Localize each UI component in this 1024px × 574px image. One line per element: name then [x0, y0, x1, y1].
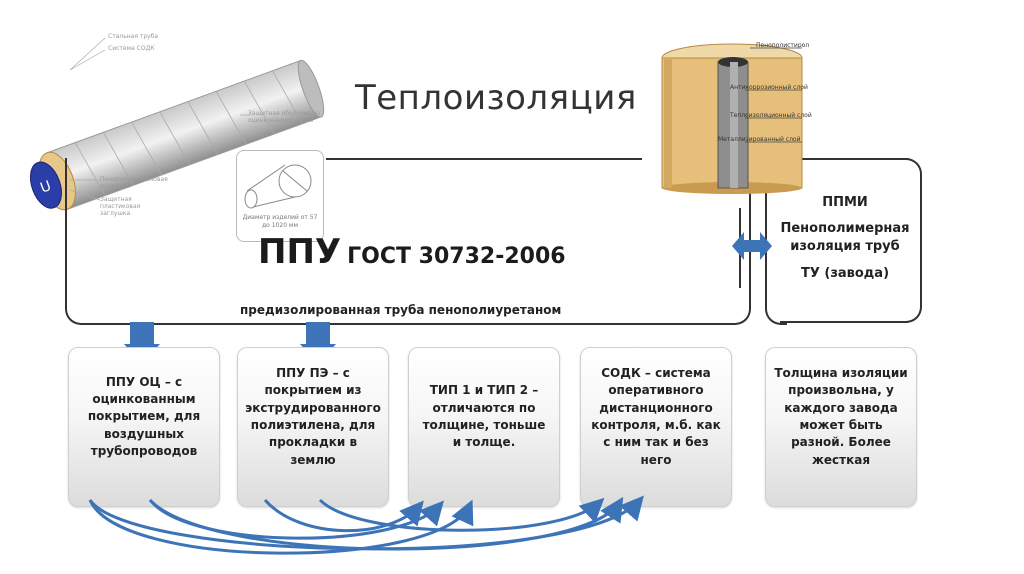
ppmi-spec: ТУ (завода) — [800, 265, 890, 281]
double-arrow-icon — [732, 232, 772, 260]
ppu-subtitle: предизолированная труба пенополиуретаном — [240, 303, 562, 317]
curved-connectors — [88, 495, 644, 555]
pipe-sketch-icon — [244, 164, 312, 209]
insulation-section-illustration — [661, 43, 803, 194]
box-ppu-oc: ППУ ОЦ – с оцинкованным покрытием, для в… — [68, 347, 220, 507]
ppmi-frame-top — [806, 158, 908, 160]
pipe-label-5: Защитная пластиковая заглушка — [100, 196, 141, 217]
ppmi-block: ППМИ Пенополимерная изоляция труб ТУ (за… — [770, 194, 920, 291]
box-ppu-oc-text: ППУ ОЦ – с оцинкованным покрытием, для в… — [87, 374, 201, 459]
gost-label: ГОСТ 30732-2006 — [347, 244, 566, 269]
box-thickness-text: Толщина изоляции произвольна, у каждого … — [774, 365, 908, 467]
box-type: ТИП 1 и ТИП 2 – отличаются по толщине, т… — [408, 347, 560, 507]
pipe-label-2: Система СОДК — [108, 45, 155, 52]
box-ppu-pe: ППУ ПЭ – с покрытием из экструдированног… — [237, 347, 389, 507]
ppmi-frame-bottom — [780, 321, 908, 323]
box-thickness: Толщина изоляции произвольна, у каждого … — [765, 347, 917, 507]
section-label-1: Пенополистирол — [756, 42, 810, 49]
page-title: Теплоизоляция — [355, 78, 637, 118]
pipe-diameter-icon — [236, 150, 324, 242]
box-ppu-pe-text: ППУ ПЭ – с покрытием из экструдированног… — [245, 365, 381, 467]
ppmi-description: Пенополимерная изоляция труб — [780, 221, 910, 255]
ppu-label: ППУ — [258, 232, 342, 272]
pipe-label-1: Стальная труба — [108, 33, 159, 40]
box-type-text: ТИП 1 и ТИП 2 – отличаются по толщине, т… — [422, 383, 546, 450]
pipe-label-3: Защитная оболочка из оцинкованной стали — [248, 110, 321, 124]
bracket-top-line — [326, 158, 642, 160]
ppmi-name: ППМИ — [822, 195, 868, 210]
section-label-2: Антикоррозионный слой — [730, 84, 808, 91]
pipe-diameter-caption: Диаметр изделий от 57 до 1020 мм — [242, 214, 318, 229]
section-label-4: Металлизированный слой — [718, 136, 801, 143]
section-label-3: Теплоизоляционный слой — [730, 112, 812, 119]
box-sodk-text: СОДК – система оперативного дистанционно… — [591, 365, 721, 467]
ppmi-frame-bottom-left — [765, 290, 787, 325]
box-sodk: СОДК – система оперативного дистанционно… — [580, 347, 732, 507]
pipe-label-4: Пенополиуретановая изоляция — [100, 176, 168, 190]
